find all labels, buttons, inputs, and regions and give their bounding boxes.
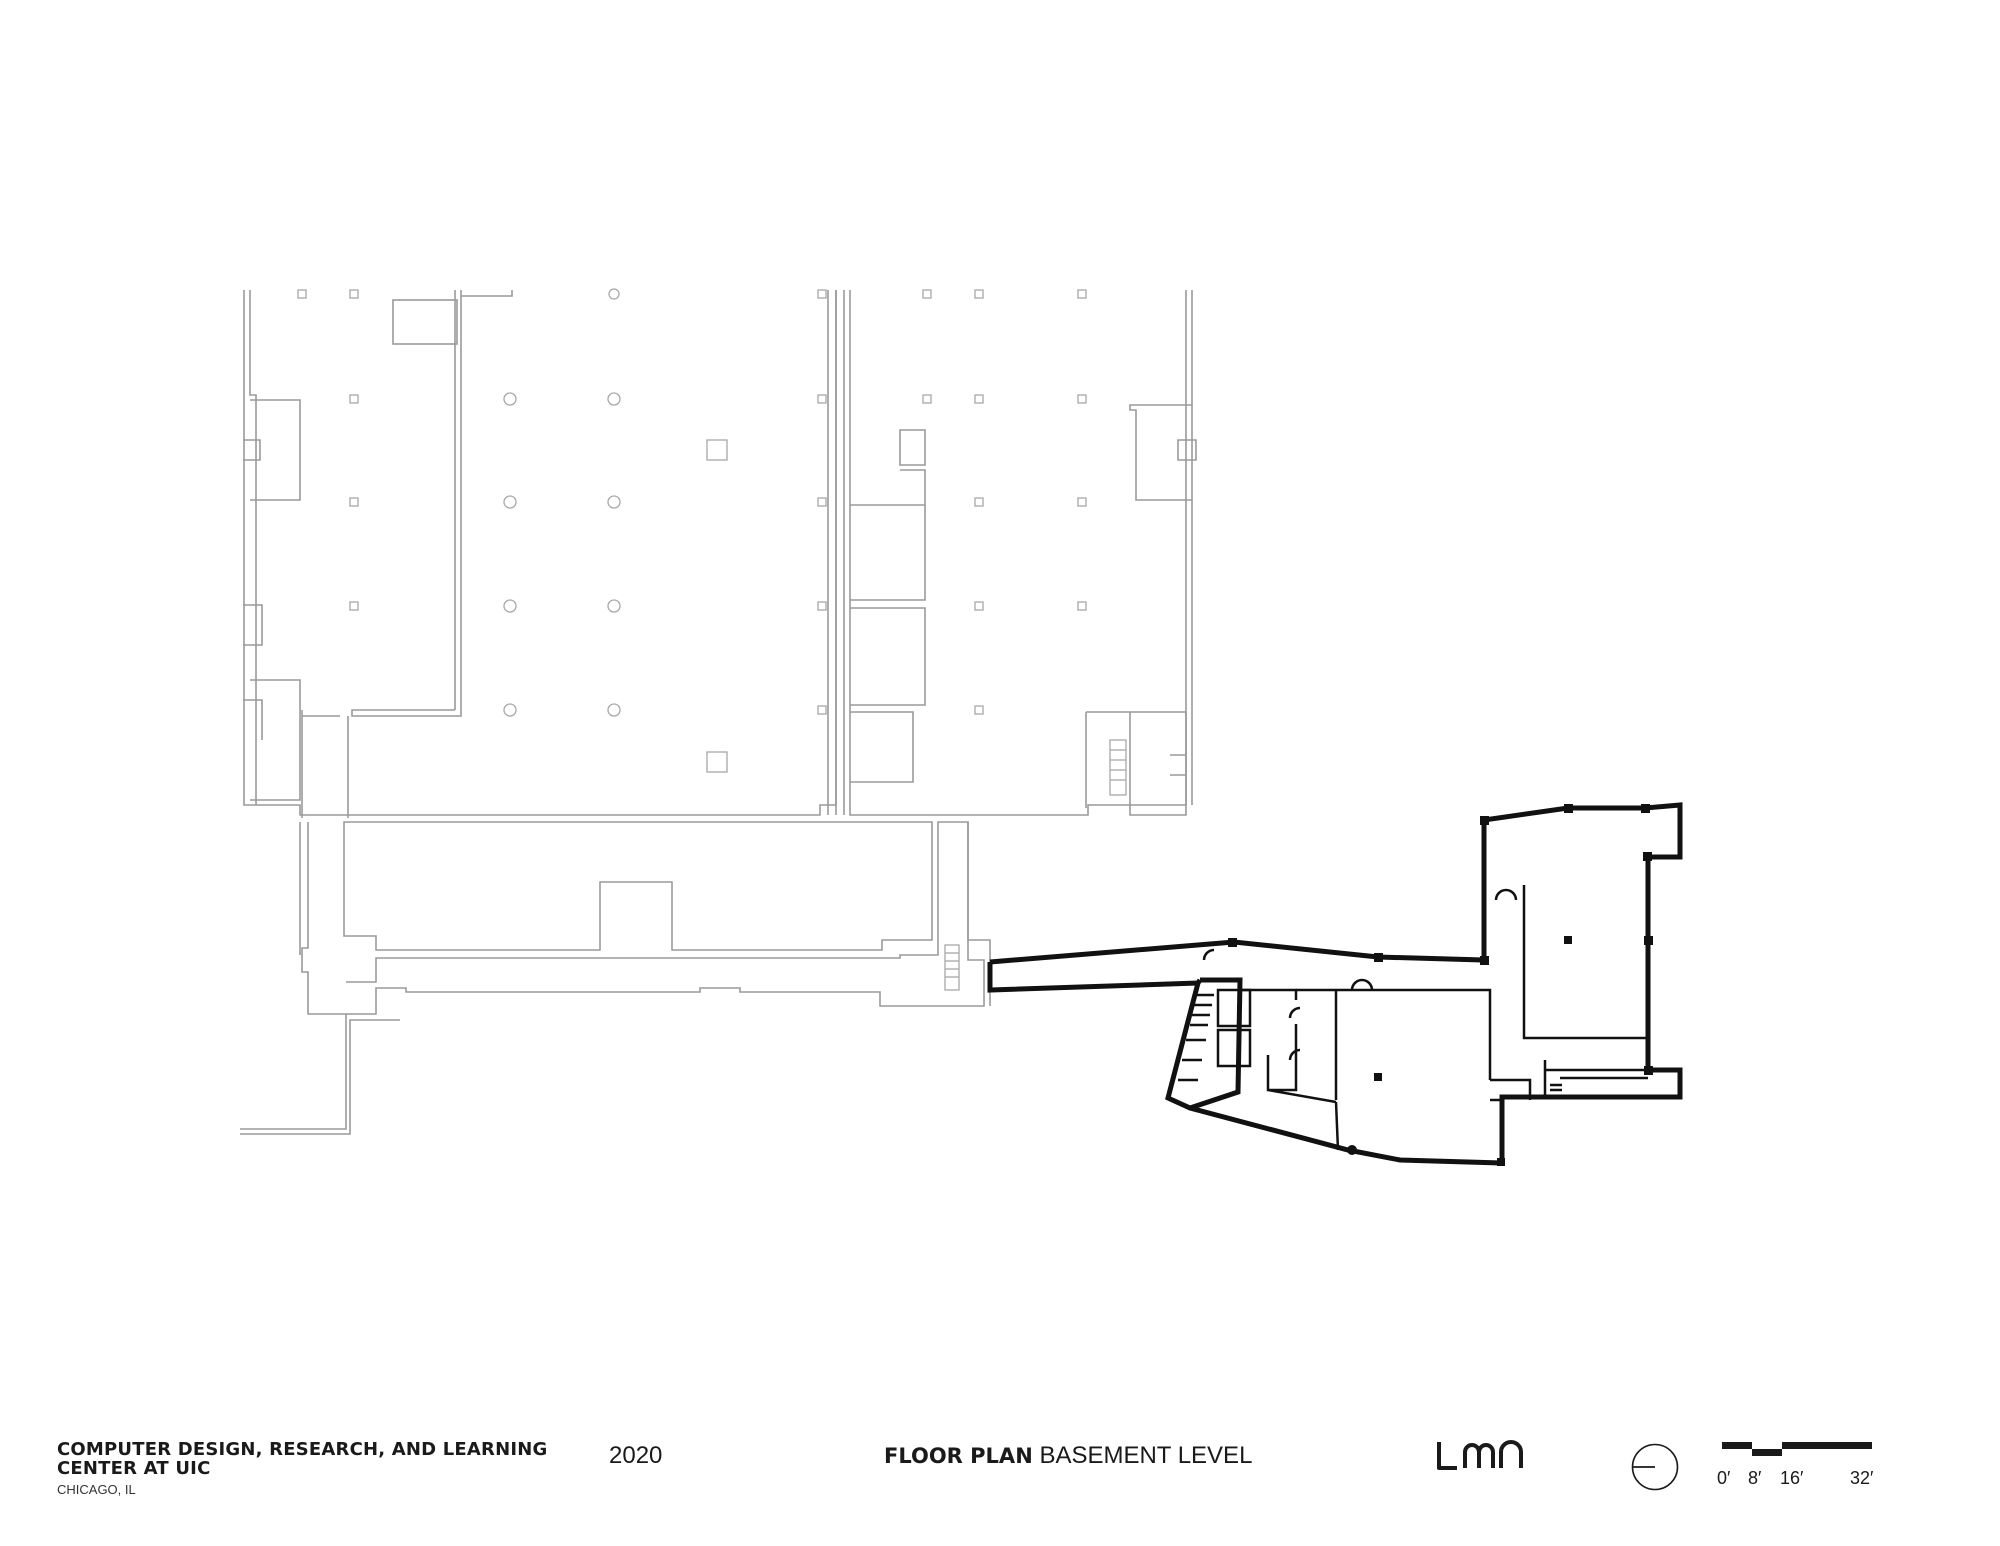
sheet-title: FLOOR PLAN BASEMENT LEVEL bbox=[884, 1442, 1252, 1470]
new-east-hall-wall bbox=[1490, 885, 1648, 1102]
project-title-line-2: CENTER AT UIC bbox=[57, 1458, 211, 1479]
existing-south-corridor-right bbox=[967, 822, 991, 1006]
new-east-corridor-wall bbox=[1543, 1060, 1648, 1097]
new-doors bbox=[1202, 888, 1518, 1061]
existing-middle-wall bbox=[827, 290, 845, 815]
existing-east-rooms bbox=[850, 429, 926, 783]
lmn-logo-icon bbox=[1437, 1440, 1523, 1470]
existing-west-wing-wall bbox=[243, 290, 837, 816]
scale-label-32: 32′ bbox=[1850, 1468, 1874, 1488]
new-core-stair bbox=[1178, 993, 1214, 1082]
scale-bar bbox=[1722, 1442, 1872, 1456]
scale-label-0: 0′ bbox=[1717, 1468, 1731, 1488]
new-core-wall bbox=[1189, 977, 1243, 1111]
existing-partition-a bbox=[351, 290, 462, 717]
new-columns bbox=[1228, 804, 1653, 1166]
existing-south-corridor-upper bbox=[343, 821, 933, 951]
new-mid-room-wall-2 bbox=[1296, 988, 1492, 1151]
existing-south-building-outer-2 bbox=[240, 822, 400, 1135]
north-arrow-icon bbox=[1631, 1443, 1679, 1491]
scale-label-16: 16′ bbox=[1780, 1468, 1804, 1488]
existing-building bbox=[240, 288, 1197, 1135]
existing-east-stair-room bbox=[1085, 711, 1187, 808]
existing-corridor-west bbox=[301, 710, 349, 818]
existing-west-wing-inner-wall bbox=[249, 290, 257, 805]
new-connector-wall bbox=[989, 802, 1683, 1166]
project-location: CHICAGO, IL bbox=[57, 1482, 136, 1497]
project-title-line-1: COMPUTER DESIGN, RESEARCH, AND LEARNING bbox=[57, 1439, 548, 1460]
new-east-stair bbox=[1550, 1083, 1562, 1092]
sheet-title-rest: BASEMENT LEVEL bbox=[1039, 1442, 1253, 1469]
sheet-title-bold: FLOOR PLAN bbox=[884, 1444, 1033, 1468]
existing-south-corridor-lower bbox=[346, 821, 985, 1015]
title-block: COMPUTER DESIGN, RESEARCH, AND LEARNING … bbox=[57, 1440, 577, 1497]
new-elevator-1 bbox=[1216, 988, 1252, 1028]
existing-east-notch bbox=[1129, 404, 1197, 501]
new-building bbox=[987, 802, 1683, 1166]
existing-column-grid bbox=[297, 288, 1087, 773]
existing-top-wall-a bbox=[461, 290, 513, 297]
scale-label-8: 8′ bbox=[1748, 1468, 1762, 1488]
project-year: 2020 bbox=[609, 1442, 663, 1469]
existing-east-stair bbox=[1109, 739, 1127, 796]
existing-south-building-outer bbox=[240, 822, 347, 1130]
new-mid-room-wall bbox=[1238, 988, 1337, 1104]
existing-corridor-stair bbox=[944, 944, 960, 991]
existing-west-notch-1 bbox=[243, 399, 301, 501]
existing-west-notch-2 bbox=[243, 604, 263, 646]
new-elevator-2 bbox=[1216, 1028, 1252, 1068]
new-connector-lower-wall bbox=[987, 962, 1199, 993]
existing-small-room bbox=[392, 299, 458, 345]
existing-east-wing-wall bbox=[849, 290, 1187, 816]
existing-west-notch-3 bbox=[243, 679, 301, 801]
